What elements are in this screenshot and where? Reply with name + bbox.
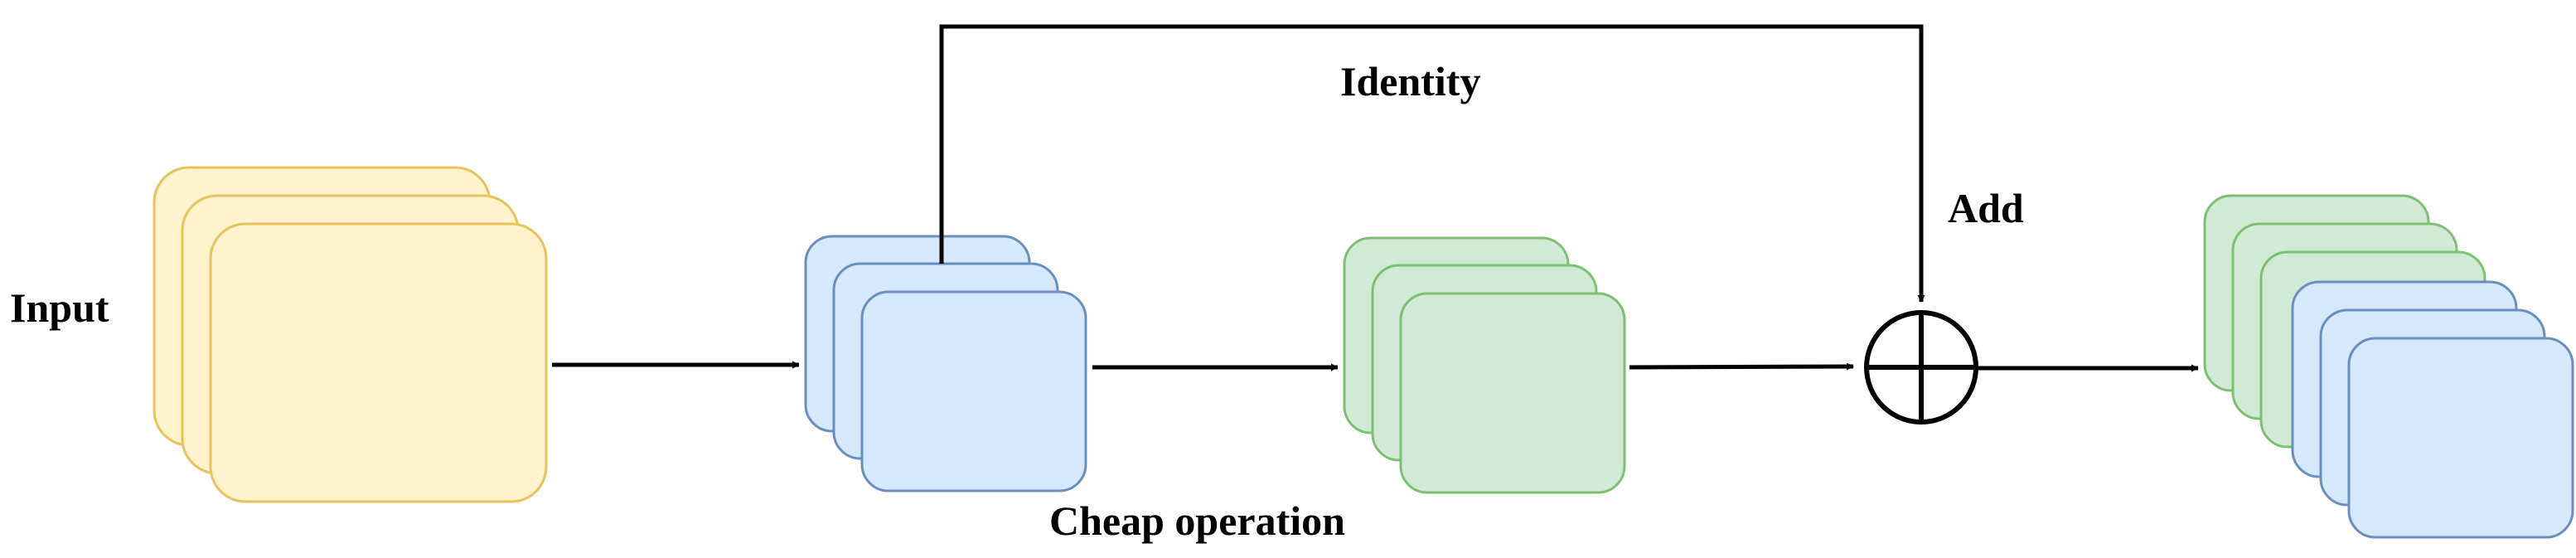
input-label: Input bbox=[10, 284, 109, 331]
output-blue-map-3 bbox=[2347, 337, 2574, 539]
identity-skip-connection bbox=[939, 24, 1925, 303]
arrow-ghost-to-add bbox=[1629, 362, 1854, 371]
ghost-feature-maps bbox=[1343, 236, 1626, 494]
add-label: Add bbox=[1948, 185, 2024, 231]
cheap-operation-label: Cheap operation bbox=[1049, 497, 1345, 544]
circle-plus-icon bbox=[1864, 310, 1978, 425]
intrinsic-feature-maps bbox=[804, 235, 1087, 492]
identity-label: Identity bbox=[1340, 58, 1480, 104]
intrinsic-map-front bbox=[860, 290, 1087, 492]
input-feature-maps bbox=[153, 166, 548, 503]
input-map-front bbox=[209, 222, 548, 503]
ghost-map-front bbox=[1399, 292, 1626, 494]
connections bbox=[552, 24, 2199, 372]
output-feature-maps bbox=[2203, 194, 2574, 539]
